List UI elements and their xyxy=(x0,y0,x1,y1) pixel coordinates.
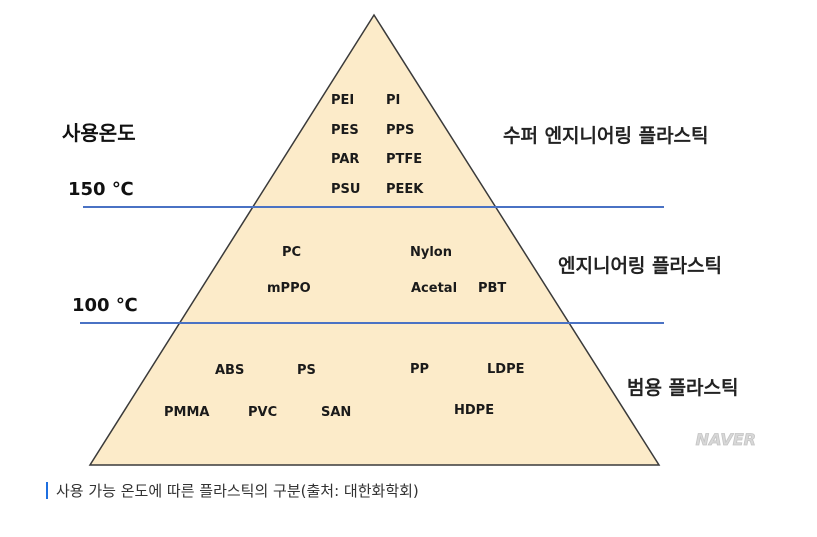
plastic-label-pvc: PVC xyxy=(248,405,277,420)
plastic-label-pmma: PMMA xyxy=(164,405,209,420)
plastic-label-par: PAR xyxy=(331,152,359,167)
plastic-label-psu: PSU xyxy=(331,182,360,197)
plastic-label-ptfe: PTFE xyxy=(386,152,422,167)
caption-text: 사용 가능 온도에 따른 플라스틱의 구분(출처: 대한화학회) xyxy=(56,482,419,500)
pyramid-shape xyxy=(88,13,661,466)
plastic-label-peek: PEEK xyxy=(386,182,424,197)
tier-label-engineering: 엔지니어링 플라스틱 xyxy=(558,255,722,277)
plastic-label-acetal: Acetal xyxy=(411,281,457,296)
plastic-label-ps: PS xyxy=(297,363,316,378)
threshold-label-100: 100 ℃ xyxy=(72,295,138,316)
caption-accent-bar xyxy=(46,482,48,499)
plastic-label-pc: PC xyxy=(282,245,301,260)
plastic-label-pes: PES xyxy=(331,123,359,138)
tier-label-commodity: 범용 플라스틱 xyxy=(627,377,739,399)
plastic-label-pp: PP xyxy=(410,362,429,377)
tier-label-super-engineering: 수퍼 엔지니어링 플라스틱 xyxy=(503,125,709,147)
naver-watermark: NAVER xyxy=(696,430,756,449)
threshold-label-150: 150 ℃ xyxy=(68,179,134,200)
plastic-label-pei: PEI xyxy=(331,93,354,108)
plastic-label-mppo: mPPO xyxy=(267,281,311,296)
plastic-label-pbt: PBT xyxy=(478,281,506,296)
plastic-label-abs: ABS xyxy=(215,363,244,378)
plastic-label-san: SAN xyxy=(321,405,351,420)
axis-title: 사용온도 xyxy=(62,121,136,145)
figure-caption: 사용 가능 온도에 따른 플라스틱의 구분(출처: 대한화학회) xyxy=(46,480,419,501)
plastic-label-nylon: Nylon xyxy=(410,245,452,260)
plastic-label-pi: PI xyxy=(386,93,400,108)
plastic-label-pps: PPS xyxy=(386,123,414,138)
plastic-label-ldpe: LDPE xyxy=(487,362,524,377)
plastic-label-hdpe: HDPE xyxy=(454,403,494,418)
